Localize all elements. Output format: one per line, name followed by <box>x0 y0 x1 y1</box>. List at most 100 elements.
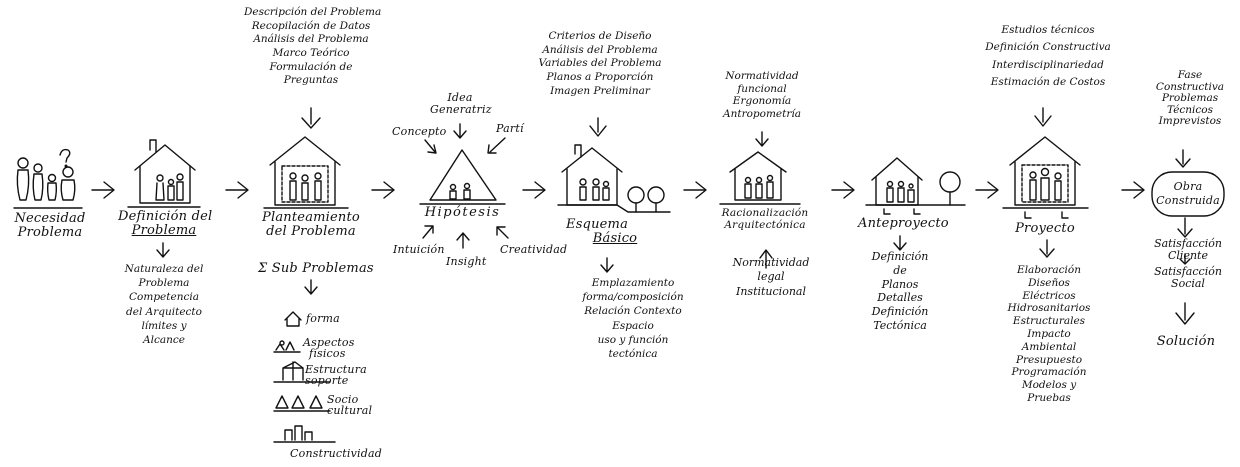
structure-icon <box>273 361 331 383</box>
list-item: Definición <box>871 305 929 318</box>
arrow-right-icon <box>91 181 115 199</box>
arrow-down-icon <box>1039 239 1055 258</box>
anteproyecto-label: Anteproyecto <box>858 216 949 231</box>
list-item: Fase <box>1177 69 1203 81</box>
list-item: Técnicos <box>1167 103 1213 116</box>
sub-constructividad: Constructividad <box>290 447 383 460</box>
people-icon <box>16 148 76 201</box>
house-with-tree-icon <box>871 157 961 206</box>
list-item: Descripción del Problema <box>244 6 382 18</box>
stage3-label-line: del Problema <box>266 224 356 240</box>
list-item: Modelos y <box>1021 379 1077 392</box>
list-item: Estructurales <box>1012 315 1086 328</box>
creatividad-label: Creatividad <box>500 243 568 256</box>
arrow-up-left-icon <box>496 226 509 239</box>
list-item: Relación Contexto <box>584 305 682 318</box>
stage2-label: Definición del Problema <box>118 209 213 239</box>
house-with-trees-icon <box>561 144 665 213</box>
list-item: Institucional <box>736 284 806 298</box>
stage5-label-line: Básico <box>592 231 638 247</box>
list-item: Detalles <box>877 291 923 305</box>
stage1-label-line: Problema <box>17 225 83 241</box>
stage1-label-line: Necesidad <box>14 211 86 226</box>
stage6-label: Racionalización Arquitectónica <box>710 207 820 231</box>
arrow-down-icon <box>304 279 318 295</box>
label-line: Generatriz <box>430 103 492 117</box>
house-detailed-icon <box>1009 136 1081 206</box>
label-line: Idea <box>447 91 473 104</box>
construction-icon <box>273 425 336 443</box>
foundation-marks <box>1024 211 1069 219</box>
list-item: Eléctricos <box>1022 289 1076 302</box>
stage7-below-list: Definición de Planos Detalles Definición… <box>858 250 942 333</box>
stage8-above-list: Estudios técnicos Definición Constructiv… <box>978 22 1118 91</box>
list-item: Problema <box>138 277 190 290</box>
arrow-down-icon <box>600 257 614 273</box>
list-item: Recopilación de Datos <box>251 19 371 32</box>
insight-label: Insight <box>446 255 487 268</box>
sub-line: Aspectos <box>303 336 355 349</box>
list-item: Alcance <box>143 333 185 346</box>
arrow-down-icon <box>453 123 467 139</box>
list-item: Planos <box>881 277 919 291</box>
list-item: Presupuesto <box>1015 353 1083 366</box>
list-item: Definición Constructiva <box>985 41 1111 54</box>
house-icon <box>729 151 787 201</box>
arrow-down-icon <box>589 117 607 137</box>
list-item: Cliente <box>1168 249 1208 263</box>
subproblems-sum: Σ Sub Problemas <box>258 261 374 276</box>
stage2-label-line: Definición del <box>118 209 213 224</box>
list-item: Espacio <box>612 319 654 332</box>
stage2-label-line: Problema <box>131 223 197 239</box>
sub-line: físicos <box>309 347 346 360</box>
triangle-icon <box>429 149 497 201</box>
list-item: Definición <box>871 250 929 263</box>
list-item: Satisfacción <box>1154 265 1222 279</box>
proyecto-label: Proyecto <box>1015 221 1075 236</box>
arrow-down-left-icon <box>487 137 506 154</box>
house-icon <box>269 136 341 206</box>
stage3-label-line: Planteamiento <box>262 210 360 225</box>
list-item: tectónica <box>608 347 658 360</box>
arrow-down-icon <box>893 235 907 251</box>
list-item: Elaboración <box>1017 264 1081 276</box>
list-item: Emplazamiento <box>591 277 675 289</box>
stage8-below-list: Elaboración Diseños Eléctricos Hidrosani… <box>995 264 1103 405</box>
arrow-right-icon <box>683 181 707 199</box>
idea-generatriz: Idea Generatriz <box>430 91 492 117</box>
stage6-below-list: Normatividad legal Institucional <box>716 256 826 299</box>
list-item: Estimación de Costos <box>990 75 1106 88</box>
stage5-label: Esquema Básico <box>560 217 650 247</box>
arrow-up-icon <box>759 249 773 269</box>
list-item: Normatividad <box>732 256 810 269</box>
list-item: Preguntas <box>283 74 339 87</box>
list-item: forma/composición <box>582 291 684 304</box>
people-group-icon <box>273 395 331 412</box>
concepto-label: Concepto <box>392 125 447 138</box>
list-item: Naturaleza del <box>124 263 204 275</box>
arrow-down-icon <box>1034 107 1052 127</box>
list-item: Antropometría <box>723 107 801 120</box>
arrow-right-icon <box>831 181 855 199</box>
list-item: Estudios técnicos <box>1001 24 1095 36</box>
arrow-down-icon <box>156 242 170 258</box>
stage5-above-list: Criterios de Diseño Análisis del Problem… <box>530 30 670 98</box>
stage3-label: Planteamiento del Problema <box>258 210 364 240</box>
list-item: Imprevistos <box>1158 115 1222 128</box>
arrow-right-icon <box>371 181 395 199</box>
arrow-down-icon <box>301 107 321 129</box>
list-item: Criterios de Diseño <box>548 30 652 42</box>
stage3-above-list: Descripción del Problema Recopilación de… <box>244 6 382 88</box>
list-item: del Arquitecto <box>126 305 202 318</box>
stage5-below-list: Emplazamiento forma/composición Relación… <box>568 276 698 361</box>
hipotesis-label: Hipótesis <box>424 205 501 220</box>
sub-aspectos: Aspectos físicos <box>303 337 355 359</box>
list-item: Formulación de <box>269 60 353 73</box>
sub-line: Estructura <box>305 363 367 376</box>
stage5-label-line: Esquema <box>566 217 629 232</box>
arrow-right-icon <box>522 181 546 199</box>
stage6-above-list: Normatividad funcional Ergonomía Antropo… <box>712 70 812 120</box>
list-item: de <box>893 263 907 277</box>
arrow-down-right-icon <box>424 139 437 154</box>
list-item: Tectónica <box>873 318 927 332</box>
